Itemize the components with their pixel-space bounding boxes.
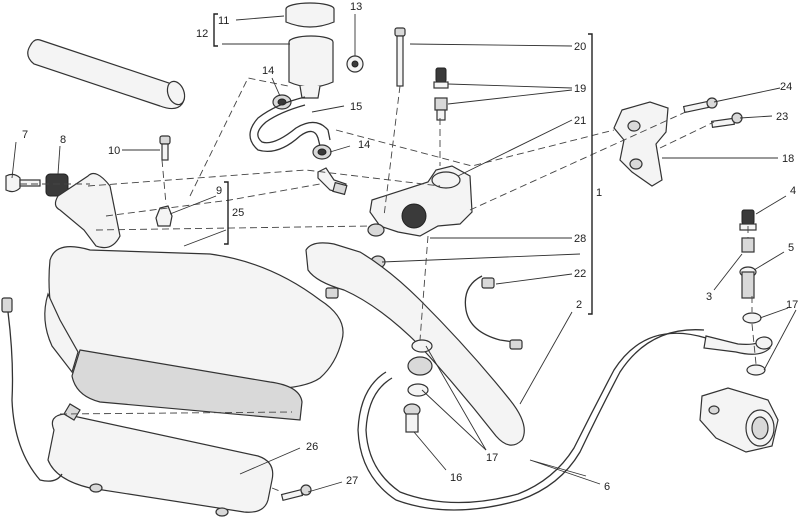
callout-17a: 17 bbox=[486, 452, 498, 464]
callout-10: 10 bbox=[108, 145, 120, 157]
reservoir-hose bbox=[249, 96, 331, 153]
callout-23: 23 bbox=[776, 111, 788, 123]
grommet bbox=[346, 55, 364, 73]
slave-bleeder bbox=[739, 209, 757, 299]
guard-screw bbox=[280, 484, 312, 502]
fluid-reservoir-icon bbox=[288, 35, 334, 99]
callout-19: 19 bbox=[574, 83, 586, 95]
callout-24: 24 bbox=[780, 81, 792, 93]
callout-12: 12 bbox=[196, 28, 208, 40]
banjo-bolt-center bbox=[403, 339, 433, 433]
handguard bbox=[44, 173, 344, 421]
bar-end-weight bbox=[45, 173, 69, 197]
bracket-screw-upper bbox=[682, 97, 718, 114]
handlebar-tube bbox=[27, 39, 186, 110]
bar-end-screw bbox=[5, 173, 41, 193]
callout-22: 22 bbox=[574, 268, 586, 280]
callout-1: 1 bbox=[596, 187, 602, 199]
rubber-grommet bbox=[155, 205, 173, 227]
reservoir-cap bbox=[285, 2, 335, 28]
callout-7: 7 bbox=[22, 129, 28, 141]
callout-25: 25 bbox=[232, 207, 244, 219]
clutch-master-cylinder-icon bbox=[367, 165, 473, 237]
callout-18: 18 bbox=[782, 153, 794, 165]
callout-5: 5 bbox=[788, 242, 794, 254]
callout-3: 3 bbox=[706, 291, 712, 303]
banjo-fitting-right bbox=[703, 335, 773, 355]
mirror-bracket bbox=[613, 101, 669, 187]
callout-11: 11 bbox=[218, 15, 229, 27]
washers-right bbox=[742, 312, 766, 376]
callout-16: 16 bbox=[450, 472, 462, 484]
clutch-lever-icon bbox=[305, 242, 525, 446]
callout-9: 9 bbox=[216, 185, 222, 197]
callout-17b: 17 bbox=[786, 299, 798, 311]
callout-13: 13 bbox=[350, 1, 362, 13]
callout-15: 15 bbox=[350, 101, 362, 113]
mount-bolt bbox=[159, 135, 171, 161]
callout-27: 27 bbox=[346, 475, 358, 487]
lower-guard bbox=[47, 403, 274, 517]
long-bolt bbox=[394, 27, 406, 87]
hose-clamp-lower bbox=[312, 144, 332, 160]
hydraulic-hose bbox=[357, 329, 707, 511]
bleeder-valve bbox=[433, 67, 449, 121]
elbow-fitting bbox=[317, 167, 348, 196]
callout-8: 8 bbox=[60, 134, 66, 146]
bracket-screw-lower bbox=[711, 112, 743, 129]
callout-2: 2 bbox=[576, 299, 582, 311]
callout-20: 20 bbox=[574, 41, 586, 53]
callout-14a: 14 bbox=[262, 65, 274, 77]
callout-4: 4 bbox=[790, 185, 796, 197]
slave-cylinder-icon bbox=[699, 387, 779, 453]
guard-wire bbox=[1, 297, 63, 482]
callout-28: 28 bbox=[574, 233, 586, 245]
callout-26: 26 bbox=[306, 441, 318, 453]
callout-21: 21 bbox=[574, 115, 586, 127]
clutch-switch bbox=[464, 275, 523, 350]
callout-14b: 14 bbox=[358, 139, 370, 151]
callout-6: 6 bbox=[604, 481, 610, 493]
